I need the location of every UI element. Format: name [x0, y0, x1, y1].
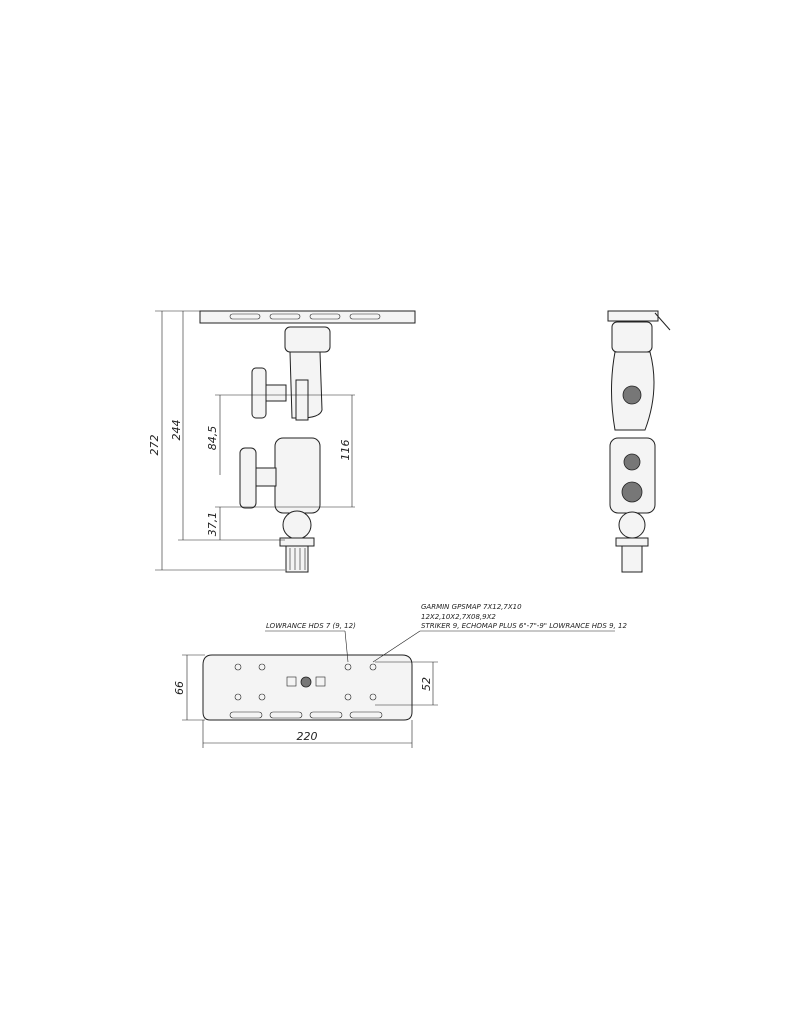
mount-plate [202, 654, 413, 721]
note-garmin-line1: GARMIN GPSMAP 7X12,7X10 [421, 603, 522, 611]
dim-plate-depth: 66 [173, 681, 186, 695]
side-knob-a [623, 453, 641, 471]
side-lower-ball [618, 511, 646, 539]
side-base-collar [615, 537, 649, 547]
lower-knob-stem [255, 467, 277, 487]
plate-dimension-lines [182, 630, 615, 748]
dim-height-to-base: 244 [170, 420, 183, 441]
front-dimension-lines [155, 310, 355, 571]
dim-arm-span: 116 [339, 440, 352, 461]
dim-hole-spacing: 52 [420, 677, 433, 691]
side-top-socket [611, 321, 653, 353]
upper-knob-stem [265, 384, 287, 402]
lower-arm-clamp [274, 437, 321, 514]
dim-plate-width: 220 [297, 730, 318, 743]
center-screw-icon [300, 676, 312, 688]
note-garmin-line3: STRIKER 9, ECHOMAP PLUS 6"-7"-9" LOWRANC… [421, 622, 627, 630]
note-lowrance-left: LOWRANCE HDS 7 (9, 12) [266, 622, 356, 630]
top-ball-socket [284, 326, 331, 353]
mount-plate-side [199, 310, 416, 324]
lower-ball [282, 510, 312, 540]
plate-top-view [202, 654, 413, 721]
base-collar [279, 537, 315, 547]
front-view [199, 310, 416, 573]
upper-knob [251, 367, 267, 419]
side-plate [607, 310, 659, 322]
arm-rack [295, 379, 309, 421]
lower-knob [239, 447, 257, 509]
dim-total-height: 272 [148, 435, 161, 456]
dim-arm-length: 84,5 [206, 426, 219, 451]
side-view [607, 310, 671, 573]
base-stem [285, 545, 309, 573]
side-upper-knob [622, 385, 642, 405]
side-knob-b [621, 481, 643, 503]
dim-base-offset: 37,1 [206, 512, 219, 537]
side-base-stem [621, 545, 643, 573]
note-garmin-line2: 12X2,10X2,7X08,9X2 [421, 613, 496, 621]
